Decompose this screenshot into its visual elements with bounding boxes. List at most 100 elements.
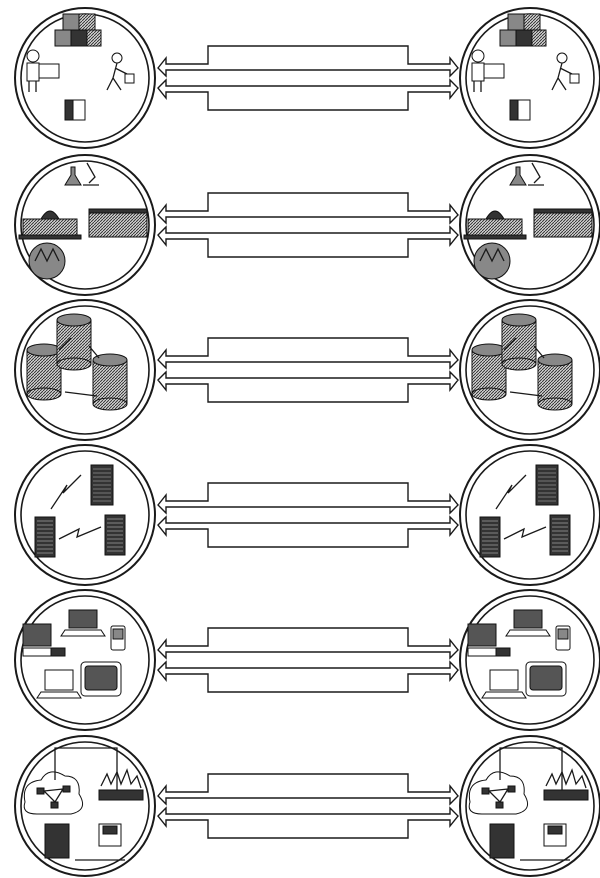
crate-shape: [55, 30, 71, 46]
arrow-lower-lane: [158, 662, 458, 692]
flask-shape: [510, 167, 526, 185]
outer-ring: [15, 445, 155, 585]
network-node: [51, 802, 58, 808]
sync-arrow: [65, 392, 97, 396]
person-body: [472, 63, 484, 81]
servers-icon: [35, 465, 125, 557]
database-cylinder-bottom: [502, 358, 536, 370]
person-body: [27, 63, 39, 81]
storage-server: [45, 824, 69, 858]
lightning-link: [504, 527, 546, 539]
double-arrow: [158, 628, 458, 692]
lightning-link: [51, 475, 81, 509]
microscope-shape: [528, 163, 544, 185]
arrow-lower-lane: [158, 808, 458, 838]
document-shape: [510, 100, 518, 120]
microscope-shape: [83, 163, 99, 185]
databases-icon-node: [460, 300, 600, 440]
inner-ring: [21, 451, 149, 579]
laptop-screen: [45, 670, 73, 690]
network-node: [63, 786, 70, 792]
firewall-flames: [101, 770, 141, 788]
arrow-lower-lane: [158, 80, 458, 110]
outer-ring: [460, 445, 600, 585]
inner-ring: [466, 451, 594, 579]
crate-shape: [63, 14, 79, 30]
lightning-link: [496, 475, 526, 509]
arrow-upper-lane: [158, 628, 458, 658]
double-arrow: [158, 46, 458, 110]
arrow-upper-lane: [158, 338, 458, 368]
capitol-base: [464, 235, 526, 239]
crate-shape: [524, 14, 540, 30]
institutions-icon-node: [15, 155, 155, 295]
servers-icon-node: [460, 445, 600, 585]
network-infrastructure-icon-node: [460, 736, 600, 876]
crt-screen: [530, 666, 562, 690]
floppy-shutter: [548, 826, 562, 834]
database-cylinder-top: [57, 314, 91, 326]
network-node: [37, 788, 44, 794]
client-devices-icon: [468, 610, 570, 698]
network-node: [508, 786, 515, 792]
network-node: [482, 788, 489, 794]
laptop-keyboard: [482, 692, 526, 698]
double-arrow: [158, 338, 458, 402]
client-devices-icon-node: [460, 590, 600, 730]
desk-shape: [484, 64, 504, 78]
database-cylinder: [502, 320, 536, 364]
capitol-dome: [41, 211, 59, 219]
database-cylinder-bottom: [93, 398, 127, 410]
database-cylinder: [57, 320, 91, 364]
worker-body: [107, 63, 127, 90]
institutions-icon-node: [460, 155, 600, 295]
crate-shape: [532, 30, 546, 46]
database-cylinder: [93, 360, 127, 404]
box-shape: [570, 74, 579, 83]
person-head: [472, 50, 484, 62]
database-cylinder-top: [27, 344, 61, 356]
office-roof: [534, 209, 592, 213]
network-node: [496, 802, 503, 808]
storage-server: [490, 824, 514, 858]
arrow-upper-lane: [158, 774, 458, 804]
desktop-monitor: [468, 624, 496, 646]
person-head: [27, 50, 39, 62]
flask-shape: [65, 167, 81, 185]
crate-shape: [516, 30, 532, 46]
crate-shape: [79, 14, 95, 30]
capitol-building: [468, 219, 522, 235]
servers-icon: [480, 465, 570, 557]
database-cylinder-bottom: [57, 358, 91, 370]
pda-screen: [558, 629, 568, 639]
arrow-upper-lane: [158, 46, 458, 76]
database-cylinder-bottom: [27, 388, 61, 400]
arrow-lower-lane: [158, 372, 458, 402]
desk-shape: [39, 64, 59, 78]
laptop-keyboard: [37, 692, 81, 698]
crate-shape: [508, 14, 524, 30]
database-cylinder-top: [538, 354, 572, 366]
network-infrastructure-icon-node: [15, 736, 155, 876]
double-arrow: [158, 774, 458, 838]
pda-screen: [113, 629, 123, 639]
laptop-screen: [490, 670, 518, 690]
crate-shape: [500, 30, 516, 46]
crate-shape: [71, 30, 87, 46]
capitol-building: [23, 219, 77, 235]
lightning-link: [59, 527, 101, 539]
database-cylinder-top: [472, 344, 506, 356]
laptop-screen: [69, 610, 97, 628]
worker-head: [557, 53, 567, 63]
databases-icon: [472, 314, 572, 410]
business-operations-icon-node: [460, 8, 600, 148]
database-cylinder-top: [502, 314, 536, 326]
servers-icon-node: [15, 445, 155, 585]
box-shape: [125, 74, 134, 83]
firewall-flames: [546, 770, 586, 788]
crt-screen: [85, 666, 117, 690]
desktop-drive: [496, 648, 510, 656]
router-box: [544, 790, 588, 800]
